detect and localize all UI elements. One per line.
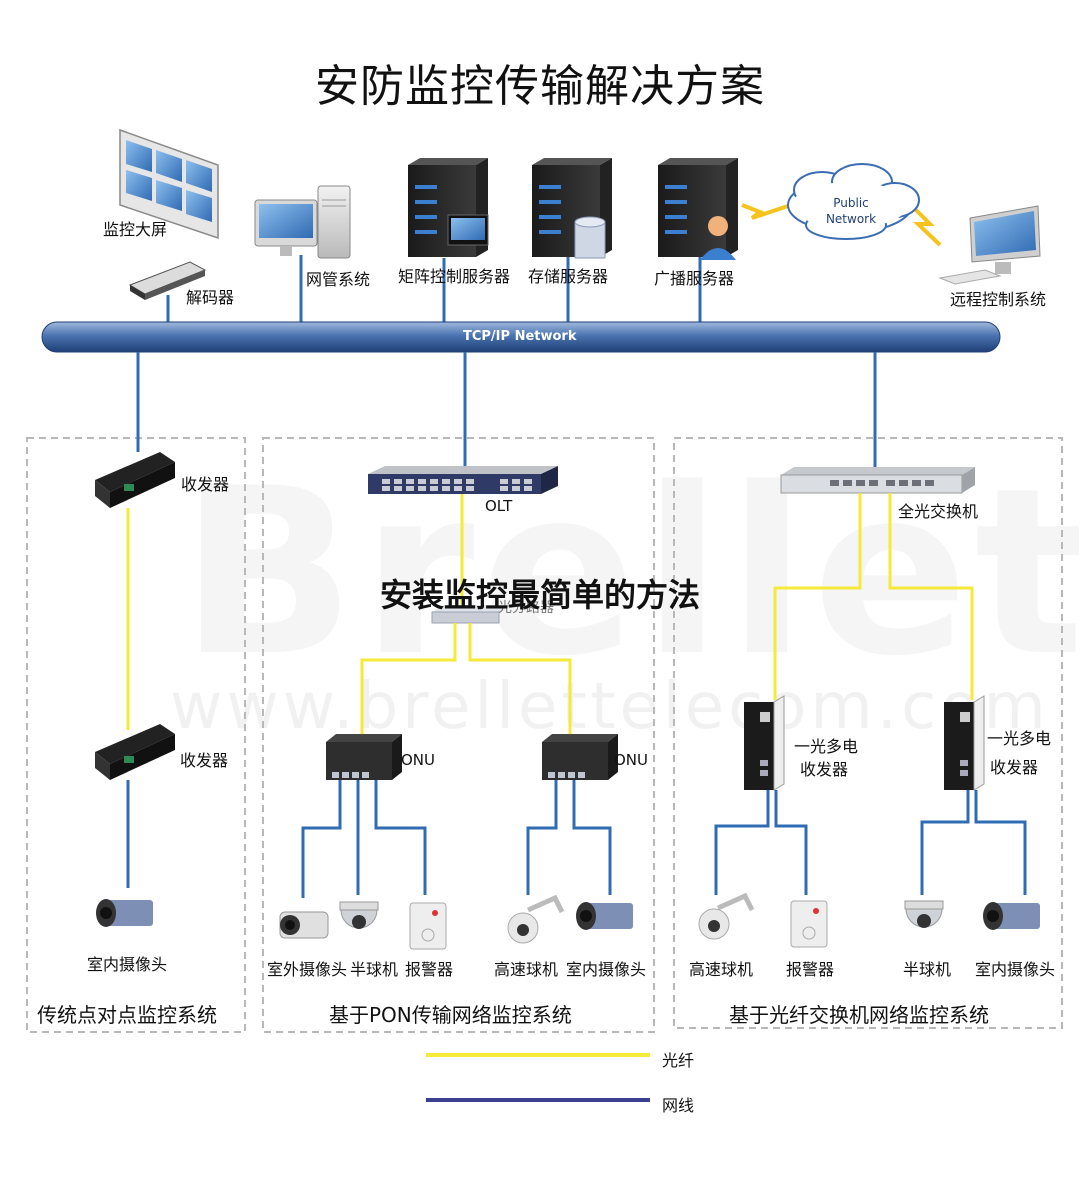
transceiver-top-label: 收发器 — [181, 475, 230, 494]
matrix-server-graphic — [408, 158, 489, 257]
transceiver-bottom-label: 收发器 — [180, 751, 229, 770]
fs-camera-label-3: 半球机 — [903, 960, 952, 979]
olt-label: OLT — [485, 497, 513, 515]
pon-camera-label-4: 高速球机 — [494, 960, 559, 979]
traditional-camera-label: 室内摄像头 — [87, 955, 168, 974]
remote-control-label: 远程控制系统 — [950, 290, 1047, 309]
splitter-graphic — [431, 605, 512, 624]
cloud-label: Public Network — [825, 196, 877, 226]
page-title: 安防监控传输解决方案 — [315, 61, 765, 112]
broadcast-server-label: 广播服务器 — [654, 269, 735, 288]
legend-ethernet-label: 网线 — [662, 1096, 695, 1115]
lightning-left — [741, 203, 789, 220]
watermark-url: www.brellettelecom.com — [170, 670, 1050, 744]
fs-camera-label-4: 室内摄像头 — [975, 960, 1056, 979]
pon-indoor-camera-graphic — [576, 902, 633, 930]
pon-speed-dome-graphic — [507, 894, 565, 944]
pon-section-box — [262, 437, 655, 1033]
olt-graphic — [368, 466, 558, 494]
fs-camera-label-1: 高速球机 — [689, 960, 754, 979]
storage-server-graphic — [532, 158, 612, 259]
decoder-label: 解码器 — [186, 288, 235, 307]
pon-camera-label-1: 室外摄像头 — [267, 960, 348, 979]
overlay-caption: 安装监控最简单的方法 — [379, 576, 700, 614]
media-right-label-2: 收发器 — [990, 758, 1039, 777]
indoor-camera-traditional-graphic — [96, 899, 153, 927]
pon-ethernet-links — [301, 780, 612, 898]
backbone-down-links — [136, 352, 877, 467]
media-left-label-2: 收发器 — [800, 760, 849, 779]
lightning-right — [910, 204, 942, 247]
backbone-label: TCP/IP Network — [463, 329, 577, 344]
fiber-splitter-to-onus — [360, 623, 572, 736]
media-converter-right-graphic — [944, 695, 985, 791]
fs-camera-label-2: 报警器 — [786, 960, 835, 979]
tcp-ip-backbone — [41, 321, 1001, 353]
fs-dome-camera-graphic — [904, 900, 944, 928]
fs-speed-dome-graphic — [698, 892, 755, 940]
traditional-section-title: 传统点对点监控系统 — [37, 1003, 217, 1027]
storage-server-label: 存储服务器 — [528, 267, 609, 286]
pon-camera-label-3: 报警器 — [405, 960, 454, 979]
fiber-switch-section-box — [673, 437, 1063, 1029]
transceiver-top-graphic — [95, 452, 175, 508]
onu-right-graphic — [542, 734, 618, 780]
onu-right-label: ONU — [614, 751, 649, 769]
broadcast-server-graphic — [658, 158, 738, 260]
media-converter-left-graphic — [744, 695, 785, 791]
fiber-switch-ethernet-links — [714, 790, 1027, 895]
optical-switch-label: 全光交换机 — [898, 502, 979, 521]
splitter-label: 光分路器 — [498, 600, 554, 616]
pon-dome-camera-graphic — [339, 901, 379, 929]
onu-left-graphic — [326, 734, 402, 780]
pon-section-title: 基于PON传输网络监控系统 — [329, 1003, 572, 1027]
fs-alarm-graphic — [790, 900, 828, 948]
nms-computer-graphic — [254, 185, 351, 259]
fs-indoor-camera-graphic — [983, 902, 1040, 930]
onu-left-label: ONU — [401, 751, 436, 769]
pon-camera-label-5: 室内摄像头 — [566, 960, 647, 979]
traditional-section-box — [26, 437, 246, 1033]
transceiver-bottom-graphic — [95, 724, 175, 780]
media-left-label-1: 一光多电 — [794, 737, 859, 756]
pon-camera-label-2: 半球机 — [350, 960, 399, 979]
top-device-links — [166, 255, 702, 325]
media-right-label-1: 一光多电 — [987, 729, 1052, 748]
legend-fiber-label: 光纤 — [662, 1051, 695, 1070]
fiber-switch-section-title: 基于光纤交换机网络监控系统 — [729, 1003, 989, 1027]
matrix-server-label: 矩阵控制服务器 — [398, 267, 511, 286]
video-wall-graphic — [119, 128, 219, 240]
decoder-graphic — [128, 261, 207, 300]
remote-computer-graphic — [938, 205, 1041, 285]
optical-switch-graphic — [780, 467, 975, 494]
fiber-switch-links — [773, 493, 974, 700]
pon-alarm-graphic — [409, 902, 447, 950]
video-wall-label: 监控大屏 — [103, 220, 168, 239]
nms-label: 网管系统 — [306, 270, 371, 289]
pon-outdoor-camera-graphic — [279, 911, 329, 939]
